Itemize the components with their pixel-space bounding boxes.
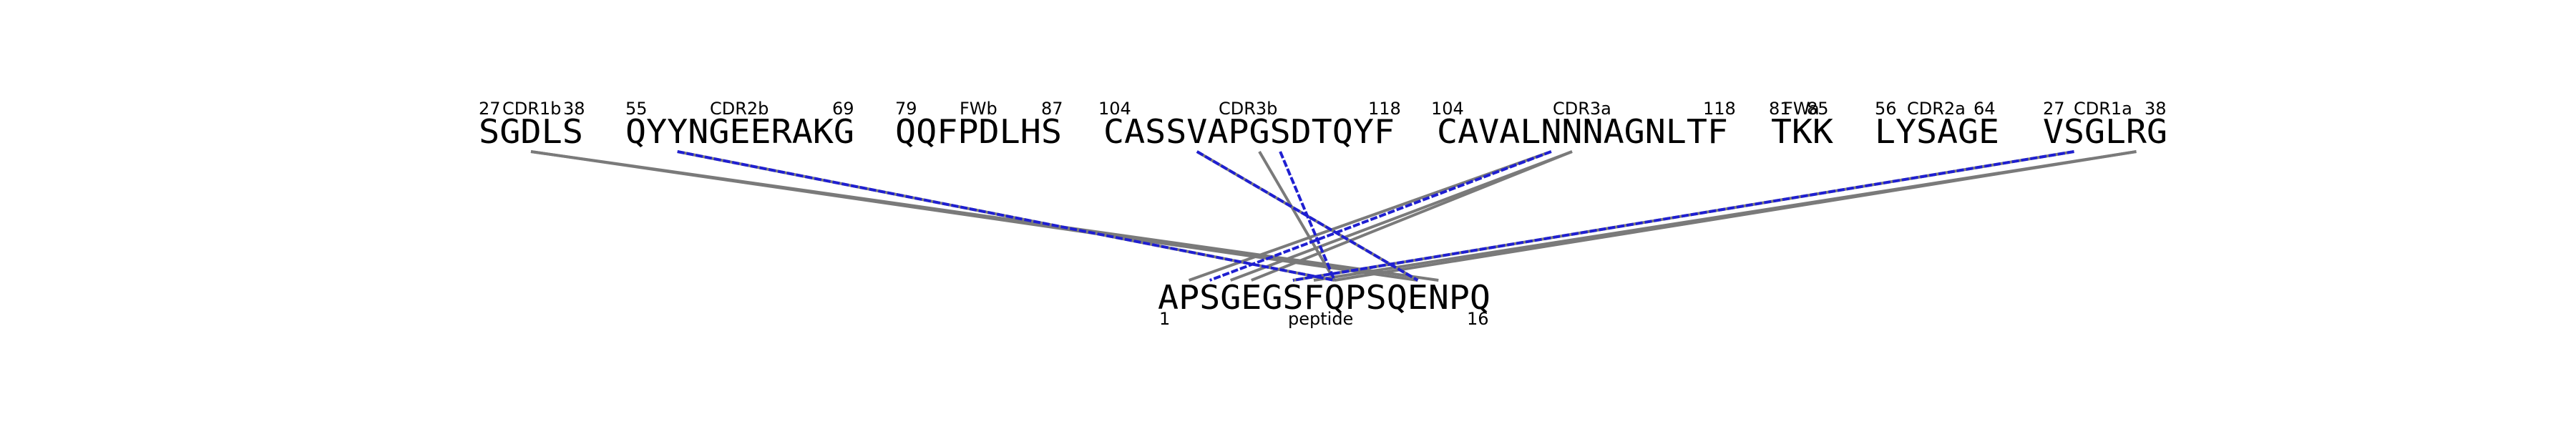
- segment-fwb: 79 FWb 87 QQFPDLHS: [895, 99, 1063, 151]
- segment-start-number: 104: [1431, 99, 1464, 119]
- peptide-sequence: APSGEGSFQPSQENPQ: [1158, 278, 1491, 317]
- segment-start-number: 27: [2043, 99, 2065, 119]
- segment-cdr3a: 104 CDR3a 118 CAVALNNNAGNLTF: [1431, 99, 1736, 151]
- segment-end-number: 87: [1041, 99, 1063, 119]
- segment-sequence: CASSVAPGSDTQYF: [1103, 112, 1395, 151]
- contact-line: [1334, 150, 2137, 282]
- segment-name: FWb: [960, 99, 997, 119]
- segment-cdr2a: 56 CDR2a 64 LYSAGE: [1875, 99, 1999, 151]
- segment-sequence: LYSAGE: [1875, 112, 1999, 151]
- segment-sequence: SGDLS: [479, 112, 583, 151]
- segment-name: CDR1b: [502, 99, 561, 119]
- segment-name: CDR1a: [2074, 99, 2132, 119]
- segment-cdr1a: 27 CDR1a 38 VSGLRG: [2043, 99, 2167, 151]
- segment-start-number: 56: [1875, 99, 1897, 119]
- segment-name: CDR2b: [710, 99, 769, 119]
- peptide: APSGEGSFQPSQENPQ 1 peptide 16: [1158, 278, 1491, 329]
- segment-sequence: QQFPDLHS: [895, 112, 1062, 151]
- segment-cdr2b: 55 CDR2b 69 QYYNGEERAKG: [625, 99, 854, 151]
- segment-end-number: 38: [563, 99, 585, 119]
- peptide-label: peptide: [1288, 309, 1353, 329]
- segment-sequence: VSGLRG: [2043, 112, 2167, 151]
- segment-sequence: QYYNGEERAKG: [625, 112, 854, 151]
- segment-start-number: 79: [895, 99, 917, 119]
- segment-end-number: 118: [1703, 99, 1736, 119]
- segment-fwa: 81 FWa 85 TKK: [1769, 99, 1833, 151]
- segment-sequence: TKK: [1771, 112, 1833, 151]
- segment-start-number: 55: [625, 99, 648, 119]
- segment-end-number: 64: [1974, 99, 1996, 119]
- peptide-start-number: 1: [1159, 309, 1170, 329]
- peptide-end-number: 16: [1467, 309, 1489, 329]
- segment-start-number: 81: [1769, 99, 1791, 119]
- segment-sequence: CAVALNNNAGNLTF: [1437, 112, 1728, 151]
- contact-lines-highlighted: [677, 150, 2074, 282]
- segment-cdr3b: 104 CDR3b 118 CASSVAPGSDTQYF: [1098, 99, 1401, 151]
- contact-line-highlighted: [1279, 151, 1336, 281]
- segment-name: CDR2a: [1907, 99, 1966, 119]
- segment-end-number: 85: [1807, 99, 1829, 119]
- segment-end-number: 69: [832, 99, 854, 119]
- segment-name: CDR3a: [1553, 99, 1611, 119]
- contact-line: [1229, 150, 1573, 282]
- contact-line-highlighted: [1292, 150, 2074, 282]
- contact-line-highlighted: [1209, 150, 1552, 282]
- segment-cdr1b: 27 CDR1b 38 SGDLS: [479, 99, 585, 151]
- segment-end-number: 118: [1368, 99, 1401, 119]
- contact-line: [677, 150, 1335, 282]
- segment-start-number: 104: [1098, 99, 1131, 119]
- segment-name: CDR3b: [1219, 99, 1277, 119]
- segment-start-number: 27: [479, 99, 501, 119]
- contact-line: [1258, 150, 1336, 282]
- segment-name: FWa: [1783, 99, 1820, 119]
- segment-end-number: 38: [2145, 99, 2167, 119]
- contact-line: [1188, 150, 1552, 282]
